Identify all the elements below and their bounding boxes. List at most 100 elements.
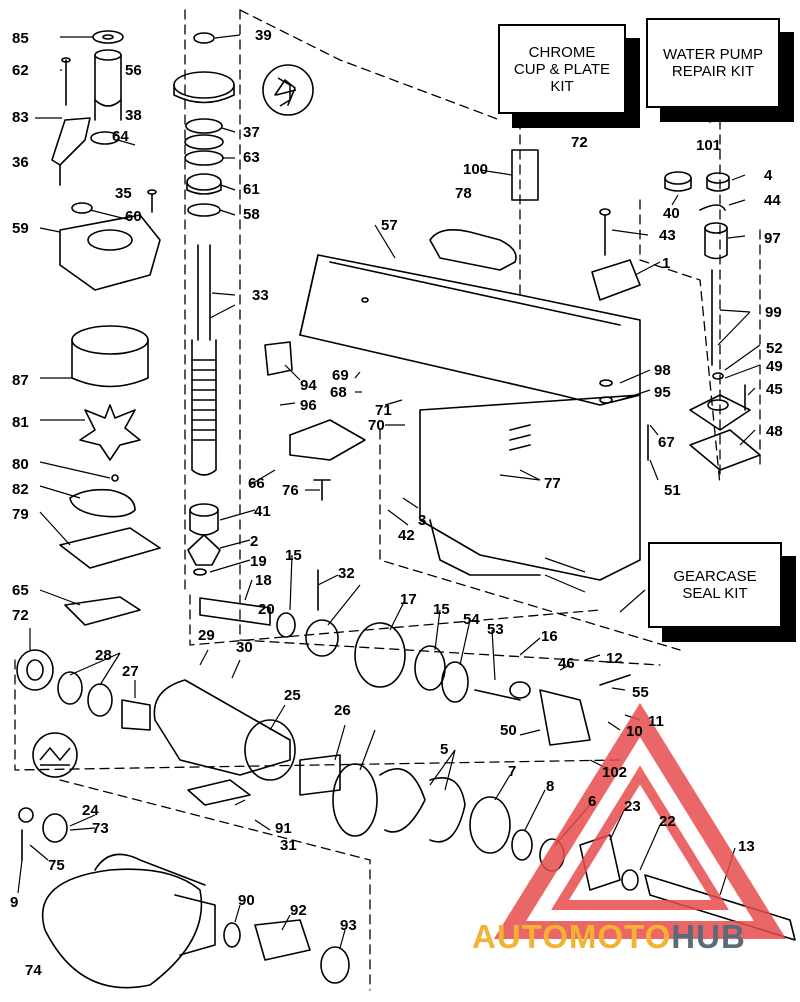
callout-57: 57 xyxy=(381,217,398,234)
callout-16: 16 xyxy=(541,628,558,645)
callout-33: 33 xyxy=(252,287,269,304)
callout-10: 10 xyxy=(626,723,643,740)
callout-35: 35 xyxy=(115,185,132,202)
leader-lines xyxy=(17,34,761,949)
callout-7: 7 xyxy=(508,763,516,780)
gearcase-seal-kit-box: GEARCASE SEAL KIT xyxy=(648,542,796,642)
callout-43: 43 xyxy=(659,227,676,244)
callout-60: 60 xyxy=(125,208,142,225)
callout-26: 26 xyxy=(334,702,351,719)
callout-79: 79 xyxy=(12,506,29,523)
callout-25: 25 xyxy=(284,687,301,704)
callout-18: 18 xyxy=(255,572,272,589)
callout-90: 90 xyxy=(238,892,255,909)
callout-22: 22 xyxy=(659,813,676,830)
callout-4: 4 xyxy=(764,167,773,184)
right-side-parts xyxy=(591,171,761,471)
callout-70: 70 xyxy=(368,417,385,434)
seal-inset-icon xyxy=(39,746,71,766)
gearcase-seal-kit-label: GEARCASE SEAL KIT xyxy=(648,542,782,628)
callout-59: 59 xyxy=(12,220,29,237)
callout-46: 46 xyxy=(558,655,575,672)
callout-73: 73 xyxy=(92,820,109,837)
callout-15: 15 xyxy=(285,547,302,564)
callout-52: 52 xyxy=(766,340,783,357)
callout-94: 94 xyxy=(300,377,317,394)
callout-45: 45 xyxy=(766,381,783,398)
callout-99: 99 xyxy=(765,304,782,321)
callout-28: 28 xyxy=(95,647,112,664)
callout-75: 75 xyxy=(48,857,65,874)
callout-13: 13 xyxy=(738,838,755,855)
callout-40: 40 xyxy=(663,205,680,222)
callout-39: 39 xyxy=(255,27,272,44)
callout-41: 41 xyxy=(254,503,271,520)
watermark-text: AUTOMOTOHUB xyxy=(472,918,746,956)
callout-69: 69 xyxy=(332,367,349,384)
callout-24: 24 xyxy=(82,802,99,819)
gearcase-housing xyxy=(264,149,641,581)
callout-80: 80 xyxy=(12,456,29,473)
callout-17: 17 xyxy=(400,591,417,608)
callout-87: 87 xyxy=(12,372,29,389)
callout-29: 29 xyxy=(198,627,215,644)
callout-9: 9 xyxy=(10,894,18,911)
callout-95: 95 xyxy=(654,384,671,401)
callout-82: 82 xyxy=(12,481,29,498)
callout-19: 19 xyxy=(250,553,267,570)
callout-71: 71 xyxy=(375,402,392,419)
callout-37: 37 xyxy=(243,124,260,141)
callout-20: 20 xyxy=(258,601,275,618)
callout-92: 92 xyxy=(290,902,307,919)
callout-65: 65 xyxy=(12,582,29,599)
dashed-guide-lines xyxy=(14,9,761,991)
callout-56: 56 xyxy=(125,62,142,79)
callout-2: 2 xyxy=(250,533,258,550)
callout-53: 53 xyxy=(487,621,504,638)
callout-5: 5 xyxy=(440,741,448,758)
callout-77: 77 xyxy=(544,475,561,492)
callout-36: 36 xyxy=(12,154,29,171)
callout-12: 12 xyxy=(606,650,623,667)
watermark-text-primary: AUTOMOTO xyxy=(472,918,672,955)
callout-102: 102 xyxy=(602,764,627,781)
callout-72: 72 xyxy=(12,607,29,624)
callout-100: 100 xyxy=(463,161,488,178)
callout-62: 62 xyxy=(12,62,29,79)
callout-67: 67 xyxy=(658,434,675,451)
callout-31: 31 xyxy=(280,837,297,854)
callout-44: 44 xyxy=(764,192,781,209)
callout-58: 58 xyxy=(243,206,260,223)
callout-64: 64 xyxy=(112,128,129,145)
water-pump-stack xyxy=(51,30,161,626)
callout-98: 98 xyxy=(654,362,671,379)
callout-97: 97 xyxy=(764,230,781,247)
water-pump-repair-kit-box: WATER PUMP REPAIR KIT xyxy=(646,18,794,122)
callout-63: 63 xyxy=(243,149,260,166)
callout-8: 8 xyxy=(546,778,554,795)
callout-32: 32 xyxy=(338,565,355,582)
callout-11: 11 xyxy=(648,713,664,730)
callout-66: 66 xyxy=(248,475,265,492)
callout-55: 55 xyxy=(632,684,649,701)
watermark-text-secondary: HUB xyxy=(671,918,746,955)
callout-78: 78 xyxy=(455,185,472,202)
callout-30: 30 xyxy=(236,639,253,656)
callout-50: 50 xyxy=(500,722,517,739)
callout-61: 61 xyxy=(243,181,260,198)
callout-42: 42 xyxy=(398,527,415,544)
callout-51: 51 xyxy=(664,482,681,499)
callout-6: 6 xyxy=(588,793,596,810)
chrome-cup-plate-kit-box: CHROME CUP & PLATE KIT xyxy=(498,24,640,128)
callout-96: 96 xyxy=(300,397,317,414)
callout-3: 3 xyxy=(418,512,426,529)
callout-76: 76 xyxy=(282,482,299,499)
callout-72: 72 xyxy=(571,134,588,151)
watermark-logo xyxy=(493,702,787,939)
callout-15: 15 xyxy=(433,601,450,618)
callout-81: 81 xyxy=(12,414,29,431)
drive-shaft-stack xyxy=(173,32,314,576)
